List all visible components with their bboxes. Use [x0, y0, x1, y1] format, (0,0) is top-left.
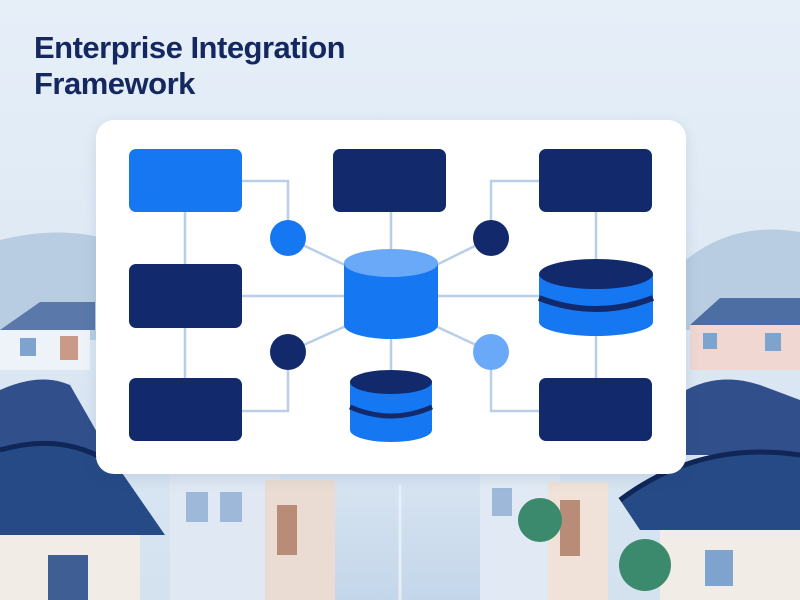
node-bottom-left	[129, 378, 242, 441]
hub-upper-left	[270, 220, 306, 256]
node-top-left	[129, 149, 242, 212]
connector-bottom-right-to-hub	[489, 350, 541, 413]
buildings-right-street	[480, 470, 608, 600]
central-database	[344, 249, 438, 339]
roof-left-front	[0, 440, 165, 600]
database-right	[537, 259, 655, 336]
connector-bottom-left-to-hub	[241, 350, 290, 413]
integration-diagram	[129, 149, 655, 442]
hub-lower-right	[473, 334, 509, 370]
node-mid-left	[129, 264, 242, 328]
roof-right-front	[618, 449, 800, 600]
connector-top-left-to-hub	[241, 179, 290, 240]
node-top-center	[333, 149, 446, 212]
buildings-left-street	[170, 470, 335, 600]
database-bottom	[348, 370, 434, 442]
hub-lower-left	[270, 334, 306, 370]
house-right-far	[690, 298, 800, 370]
node-bottom-right	[539, 378, 652, 441]
hub-upper-right	[473, 220, 509, 256]
node-top-right	[539, 149, 652, 212]
house-left-far	[0, 302, 95, 370]
connector-top-right-to-hub	[489, 179, 541, 240]
page-title: Enterprise Integration Framework	[34, 30, 346, 101]
